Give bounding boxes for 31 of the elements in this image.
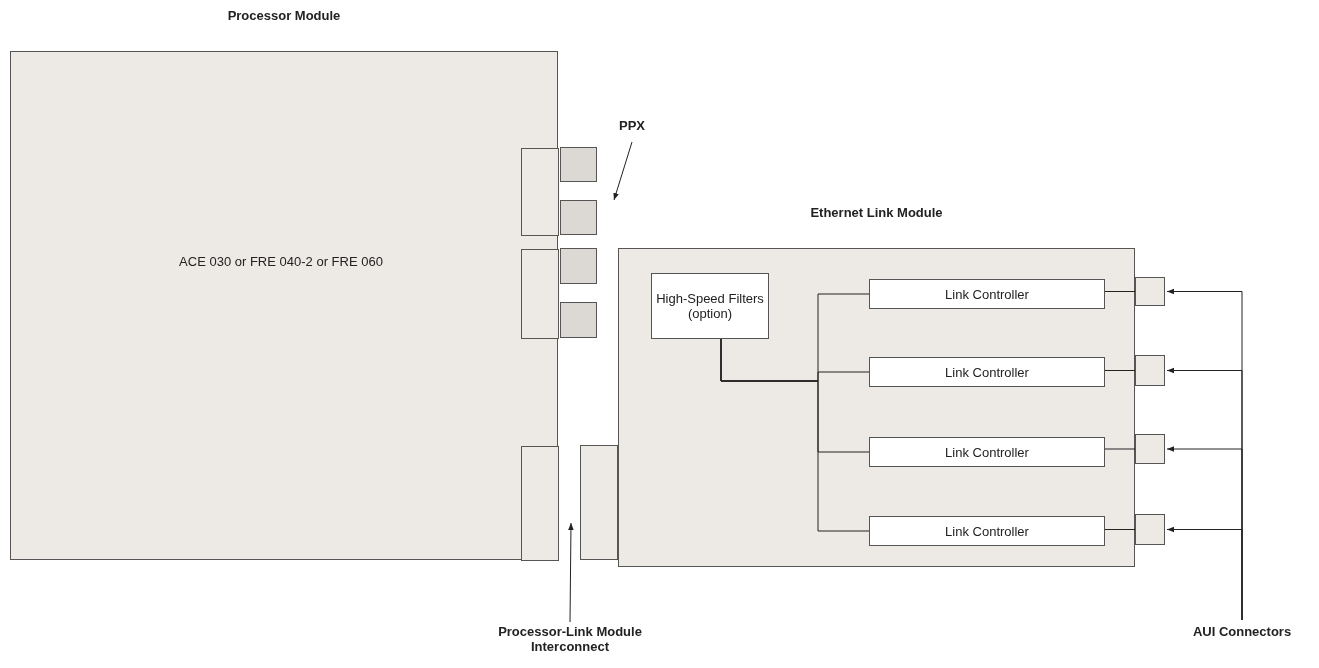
connector-block [1135,355,1165,386]
connector-block [1135,514,1165,545]
component-block: Link Controller [869,357,1105,387]
connector-block [560,147,597,182]
callout-label: AUI Connectors [1180,624,1304,646]
connector-line [1104,370,1136,371]
connector-block [560,200,597,235]
component-block: Link Controller [869,279,1105,309]
connector-block [521,446,559,561]
module-title: Ethernet Link Module [809,205,944,220]
connector-line [1104,448,1136,450]
connector-block [521,148,559,236]
arrow [613,141,633,201]
connector-line [720,338,870,532]
arrow [568,522,574,623]
component-block: High-Speed Filters (option) [651,273,769,339]
connector-block [560,248,597,284]
connector-block [560,302,597,338]
connector-block [521,249,559,339]
connector-line [1104,291,1136,292]
connector-block [1135,434,1165,464]
arrow [1166,526,1243,621]
callout-label: PPX [612,118,652,140]
component-block: Link Controller [869,437,1105,467]
module-label: ACE 030 or FRE 040-2 or FRE 060 [178,253,384,271]
connector-line [1104,529,1136,530]
module-title: Processor Module [226,8,342,23]
component-block: Link Controller [869,516,1105,546]
connector-block [580,445,618,560]
callout-label: Processor-Link Module Interconnect [470,624,670,664]
connector-block [1135,277,1165,306]
